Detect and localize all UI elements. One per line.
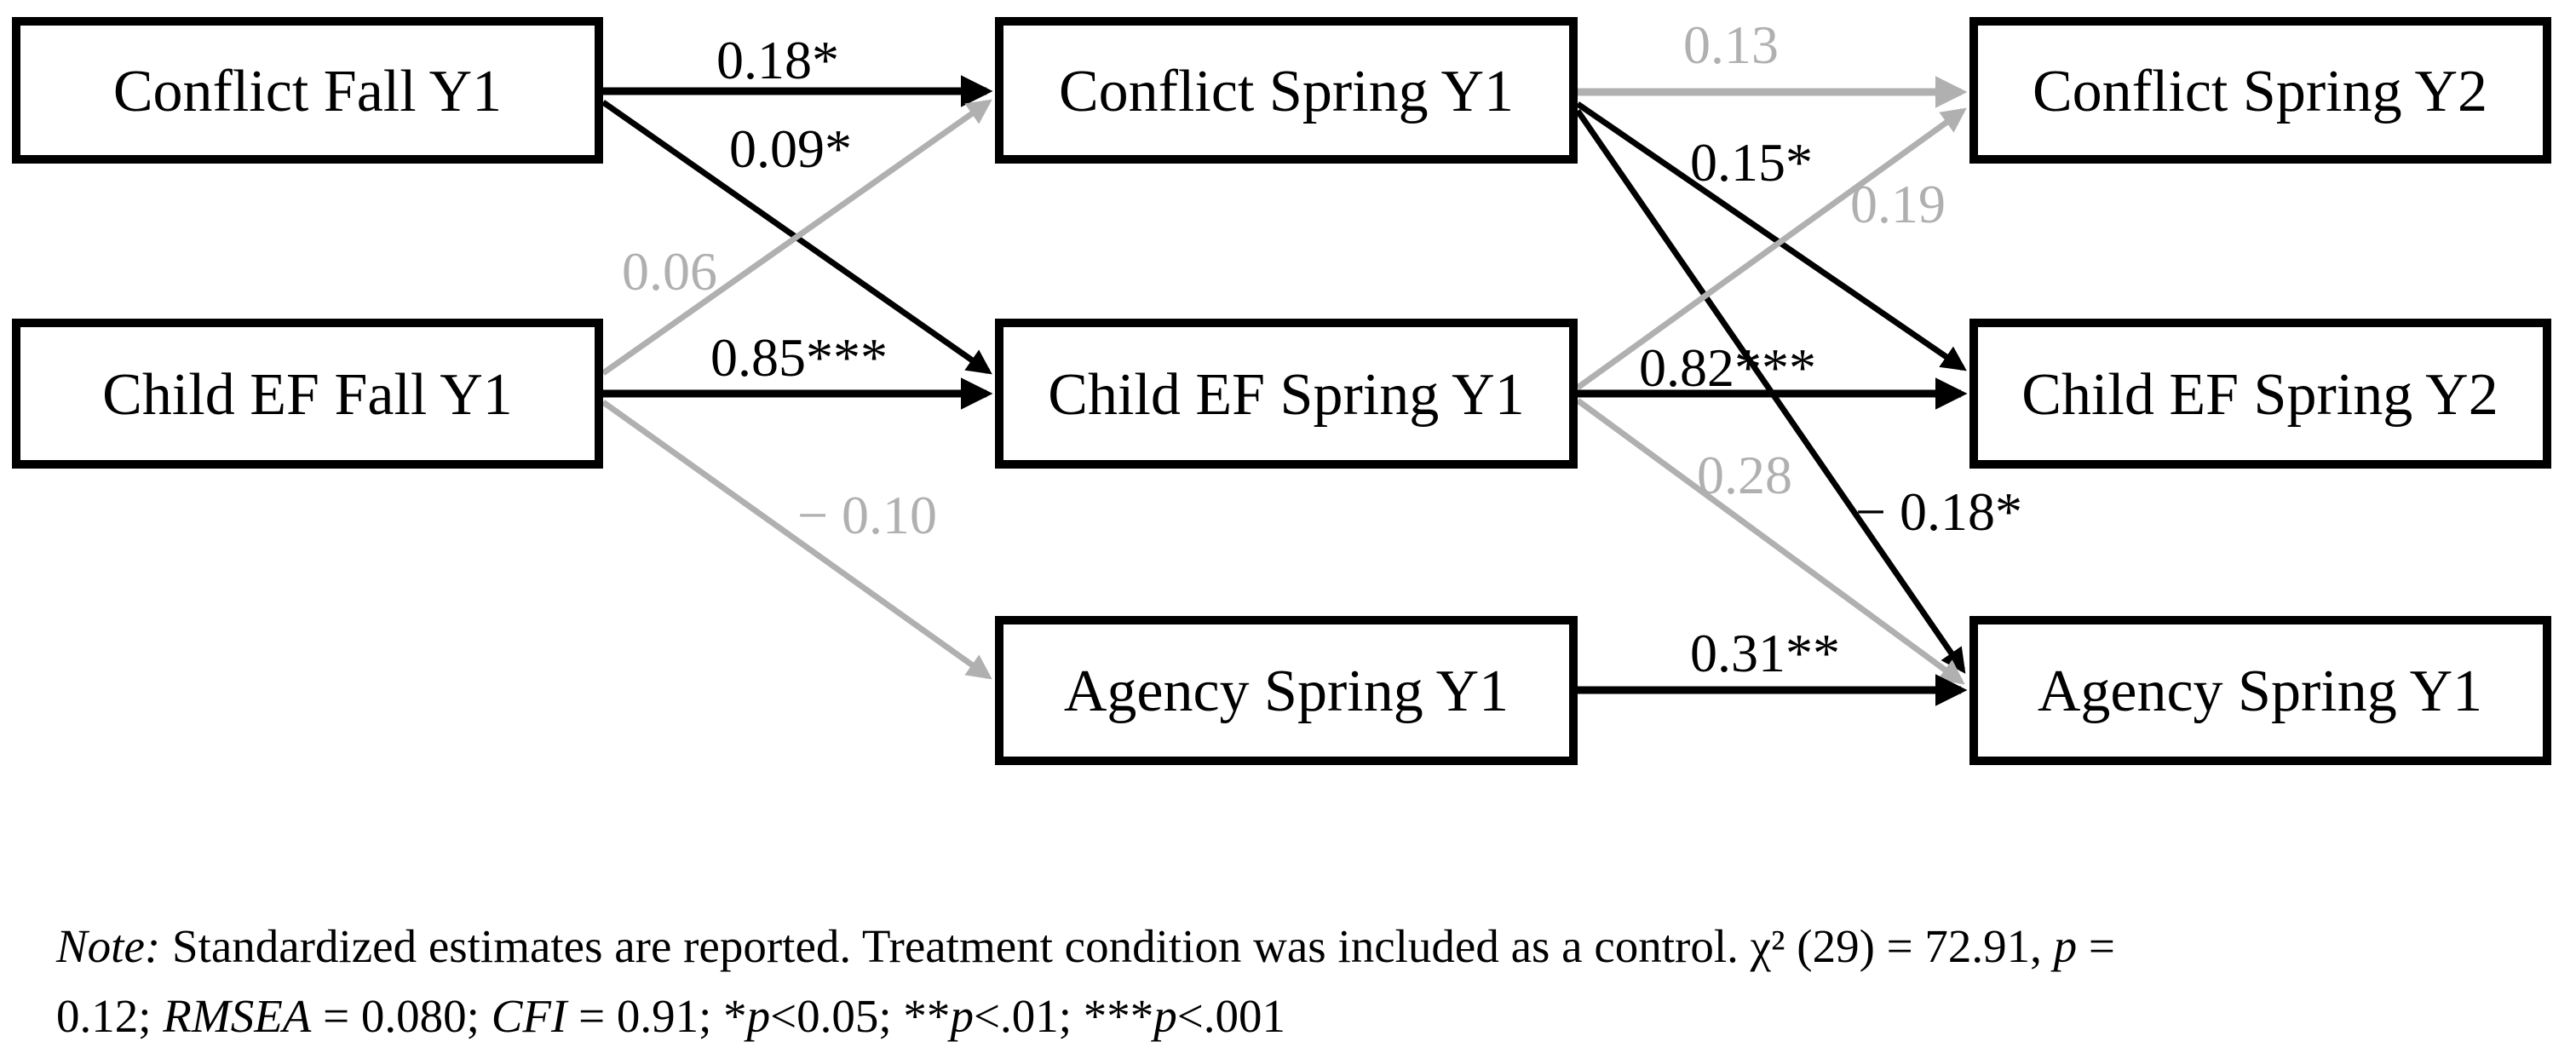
node-conflict-spring-y1-box: [995, 17, 1578, 164]
note-run: <.01; ***: [973, 990, 1154, 1042]
edge-child-ef-fall-y1-to-conflict-spring-y1-line: [601, 99, 992, 376]
edge-child-ef-spring-y1-to-agency-spring-y1-right-line: [1575, 398, 1965, 685]
node-child-ef-fall-y1-box: [12, 319, 603, 469]
note-run: CFI: [491, 990, 567, 1042]
edge-label-10: 0.28: [1697, 445, 1792, 505]
note-run: RMSEA: [163, 990, 312, 1042]
node-conflict-fall-y1-label: Conflict Fall Y1: [113, 59, 502, 124]
node-child-ef-spring-y2-label: Child EF Spring Y2: [2021, 362, 2498, 428]
node-conflict-spring-y2-label: Conflict Spring Y2: [2033, 59, 2487, 124]
node-child-ef-fall-y1-label: Child EF Fall Y1: [102, 362, 513, 428]
note-run: p: [2053, 920, 2078, 972]
edge-label-2: 0.06: [622, 241, 717, 302]
note-run: p: [746, 990, 771, 1042]
edge-label-9: 0.82***: [1639, 337, 1816, 398]
node-conflict-spring-y1: Conflict Spring Y1: [995, 17, 1578, 164]
edge-label-6: 0.15*: [1690, 132, 1813, 193]
edge-conflict-spring-y1-to-child-ef-spring-y2-line: [1576, 101, 1967, 371]
node-child-ef-spring-y1: Child EF Spring Y1: [995, 319, 1578, 469]
edge-child-ef-fall-y1-to-agency-spring-y1-mid-line: [601, 400, 992, 680]
node-conflict-spring-y1-label: Conflict Spring Y1: [1059, 59, 1514, 124]
edge-label-0: 0.18*: [716, 30, 839, 90]
node-child-ef-spring-y2: Child EF Spring Y2: [1969, 319, 2551, 469]
edge-label-3: 0.85***: [710, 327, 888, 388]
node-agency-spring-y1-mid: Agency Spring Y1: [995, 616, 1578, 765]
edge-child-ef-spring-y1-to-conflict-spring-y2-line: [1575, 107, 1967, 390]
note-run: p: [950, 990, 974, 1042]
note-run: Note:: [56, 920, 161, 972]
note-run: =: [2077, 920, 2115, 972]
edge-label-7: − 0.18*: [1855, 481, 2022, 542]
node-agency-spring-y1-right-label: Agency Spring Y1: [2038, 659, 2482, 724]
node-child-ef-spring-y1-box: [995, 319, 1578, 469]
node-conflict-fall-y1: Conflict Fall Y1: [12, 17, 603, 164]
note-run: Standardized estimates are reported. Tre…: [160, 920, 2054, 972]
node-child-ef-spring-y1-label: Child EF Spring Y1: [1048, 362, 1524, 428]
node-agency-spring-y1-mid-label: Agency Spring Y1: [1064, 659, 1509, 724]
edge-label-11: 0.31**: [1690, 623, 1840, 683]
note-run: <.001: [1176, 990, 1286, 1042]
node-child-ef-fall-y1: Child EF Fall Y1: [12, 319, 603, 469]
note-run: 0.12;: [56, 990, 164, 1042]
note-run: p: [1153, 990, 1177, 1042]
node-child-ef-spring-y2-box: [1969, 319, 2551, 469]
edge-label-1: 0.09*: [729, 118, 852, 179]
edge-label-8: 0.19: [1850, 174, 1946, 234]
node-agency-spring-y1-mid-box: [995, 616, 1578, 765]
node-agency-spring-y1-right: Agency Spring Y1: [1969, 616, 2551, 765]
node-agency-spring-y1-right-box: [1969, 616, 2551, 765]
figure-note: Note: Standardized estimates are reporte…: [56, 912, 2552, 1051]
node-conflict-fall-y1-box: [12, 17, 603, 164]
edge-label-5: 0.13: [1683, 14, 1779, 75]
note-run: = 0.91; *: [566, 990, 747, 1042]
node-conflict-spring-y2: Conflict Spring Y2: [1969, 17, 2551, 164]
node-conflict-spring-y2-box: [1969, 17, 2551, 164]
note-run: = 0.080;: [311, 990, 492, 1042]
edge-label-4: − 0.10: [797, 485, 937, 545]
note-run: <0.05; **: [770, 990, 951, 1042]
